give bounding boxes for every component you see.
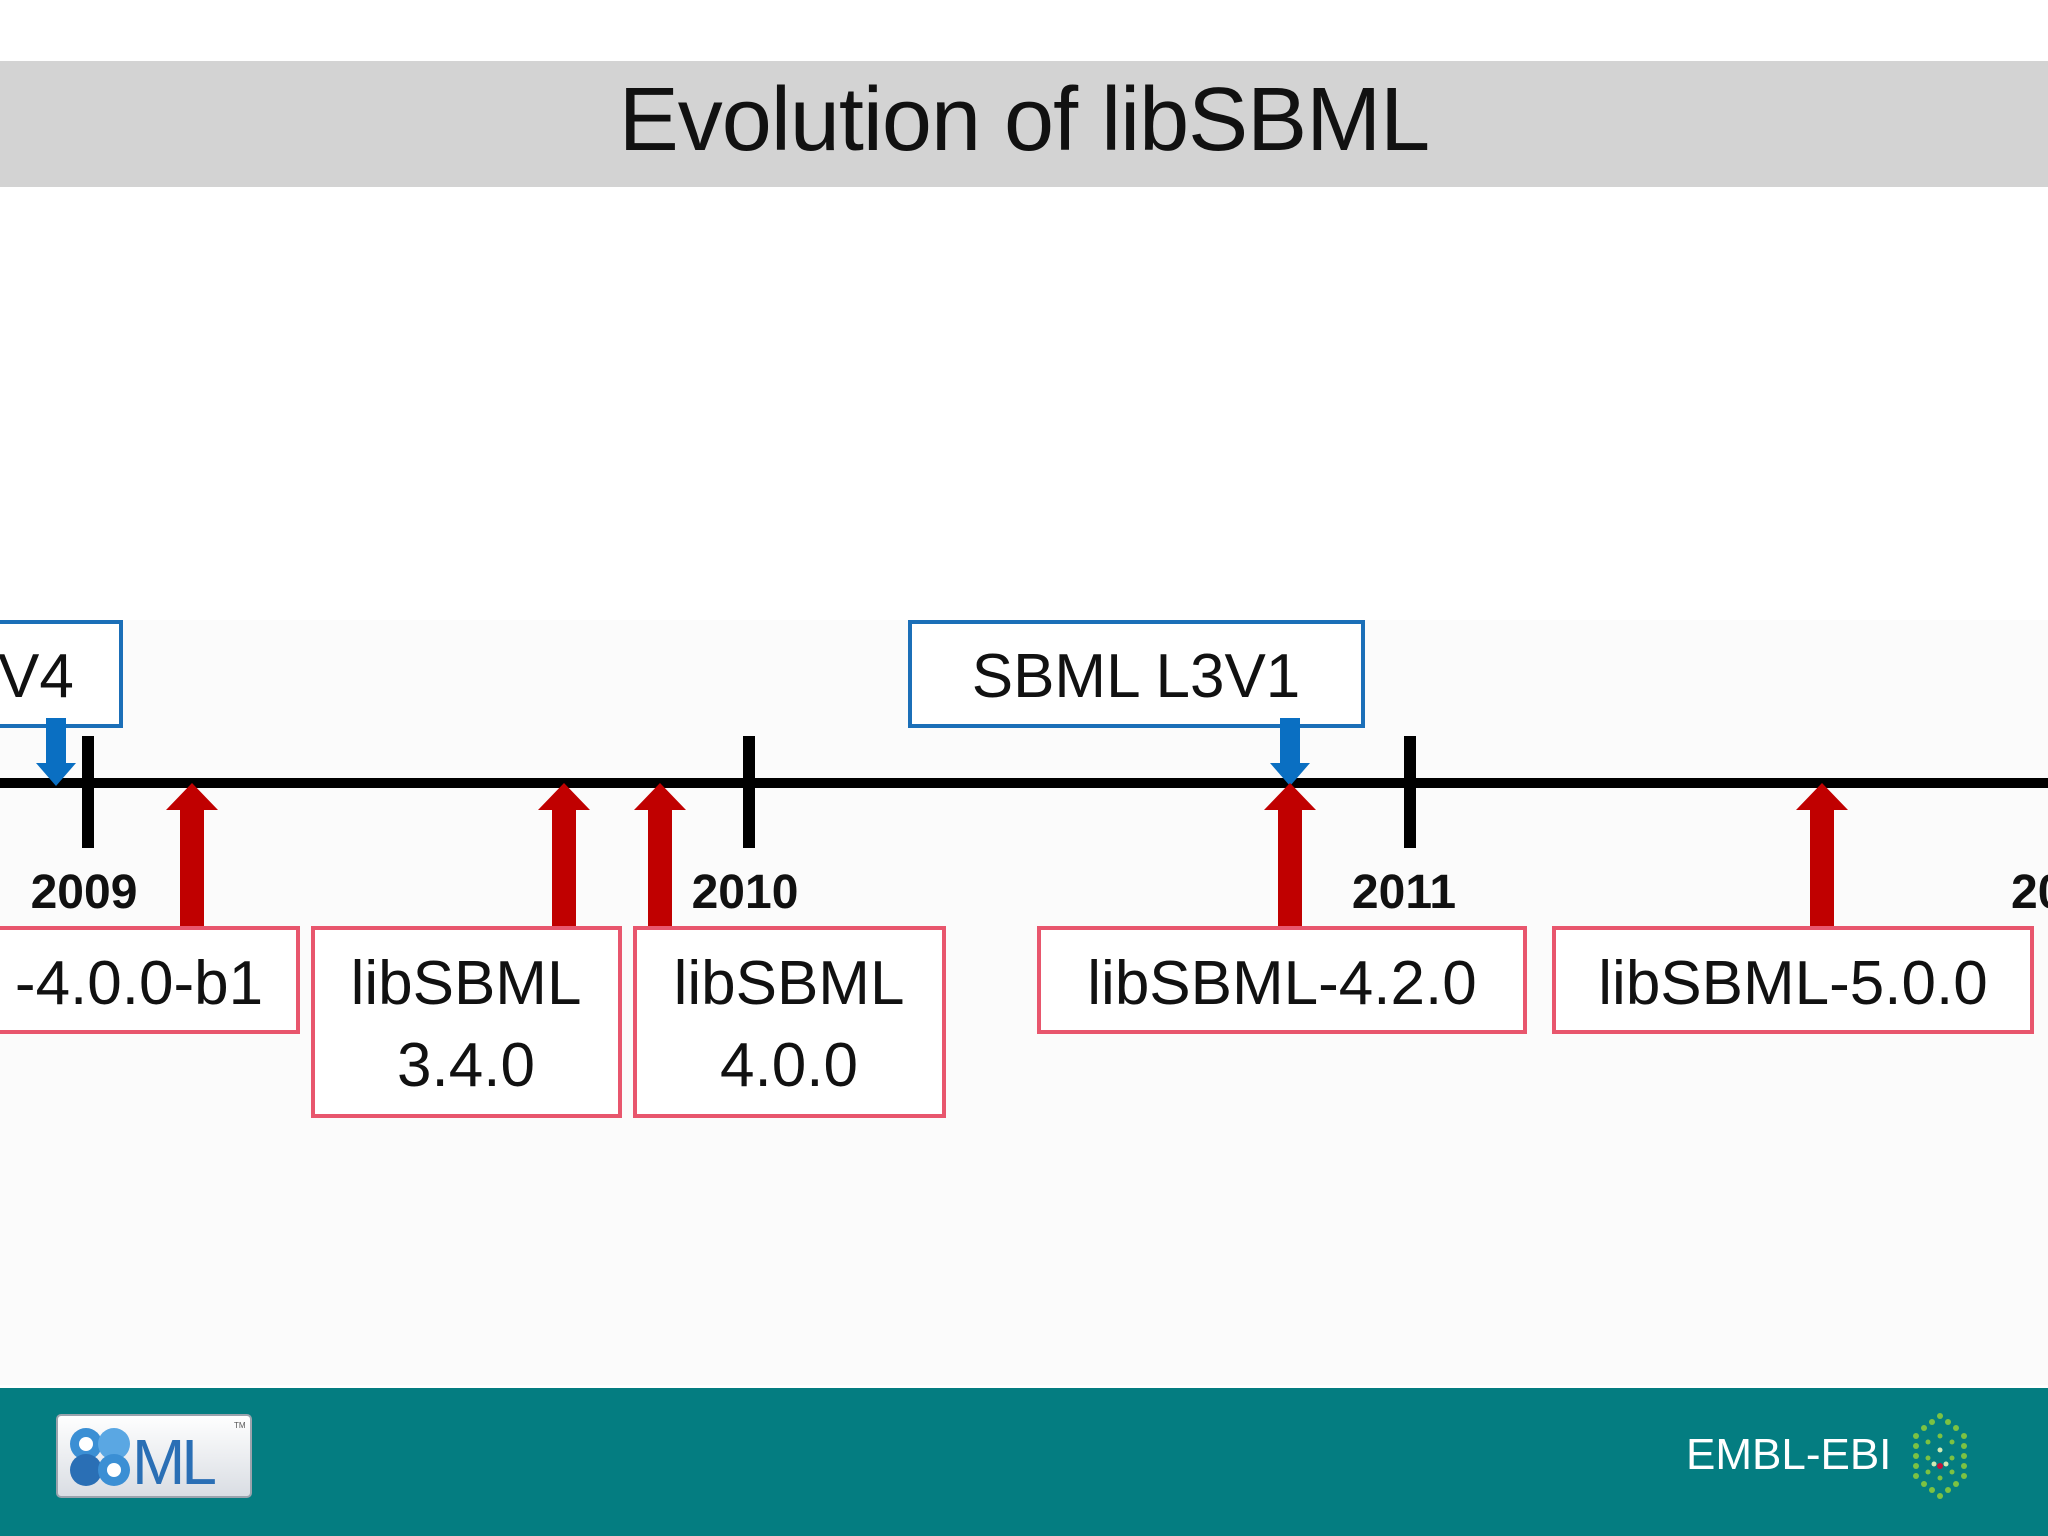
lib-label-420: libSBML-4.2.0 bbox=[1087, 949, 1476, 1018]
spec-box-l2v4 bbox=[0, 620, 123, 728]
title-bar: Evolution of libSBML bbox=[0, 61, 2048, 187]
lib-box-420 bbox=[1037, 926, 1527, 1034]
slide-title: Evolution of libSBML bbox=[618, 69, 1430, 170]
lib-box-500 bbox=[1552, 926, 2034, 1034]
lib-label-340-line1: libSBML bbox=[351, 949, 582, 1018]
lib-arrow-400b1 bbox=[166, 783, 218, 928]
spec-arrow-l3v1 bbox=[1270, 718, 1310, 786]
spec-box-l3v1 bbox=[908, 620, 1365, 728]
footer-bar bbox=[0, 1388, 2048, 1536]
year-label-2010: 2010 bbox=[692, 866, 799, 919]
spec-arrow-l2v4 bbox=[36, 718, 76, 786]
embl-ebi-hexagon-icon bbox=[1913, 1413, 1967, 1499]
lib-arrow-420 bbox=[1264, 783, 1316, 928]
spec-label-l3v1: SBML L3V1 bbox=[972, 642, 1301, 711]
year-label-2009: 2009 bbox=[31, 866, 138, 919]
lib-label-400-line2: 4.0.0 bbox=[720, 1031, 858, 1100]
svg-text:TM: TM bbox=[234, 1421, 246, 1430]
year-label-2012: 20 bbox=[2011, 866, 2048, 919]
lib-box-340 bbox=[311, 926, 622, 1118]
lib-label-340-line2: 3.4.0 bbox=[397, 1031, 535, 1100]
lib-arrow-500 bbox=[1796, 783, 1848, 928]
lib-arrow-340 bbox=[538, 783, 590, 928]
lib-label-500: libSBML-5.0.0 bbox=[1598, 949, 1987, 1018]
lib-arrow-400 bbox=[634, 783, 686, 928]
lib-box-400 bbox=[633, 926, 946, 1118]
spec-label-l2v4: V4 bbox=[0, 642, 74, 711]
embl-ebi-wordmark: EMBL-EBI bbox=[1686, 1430, 1892, 1479]
year-label-2011: 2011 bbox=[1352, 866, 1456, 919]
svg-text:ML: ML bbox=[132, 1426, 215, 1498]
lib-label-400-line1: libSBML bbox=[674, 949, 905, 1018]
lib-box-400b1 bbox=[0, 926, 300, 1034]
lib-label-400b1: -4.0.0-b1 bbox=[15, 949, 263, 1018]
sbml-logo: ML TM bbox=[56, 1414, 252, 1498]
